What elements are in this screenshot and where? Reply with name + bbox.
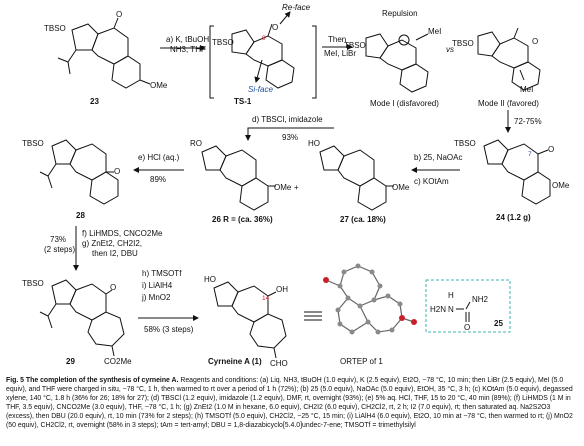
cyrneine-label: Cyrneine A (1)	[208, 357, 262, 366]
reagent-25-box: H H2N N O NH2 25	[425, 279, 511, 333]
two-steps: (2 steps)	[44, 245, 75, 254]
oh-label-cyrneine: OH	[276, 285, 288, 294]
enolate-o-label: O	[272, 23, 278, 32]
step-g: g) ZnEt2, CH2I2,	[82, 239, 142, 248]
caption-label: Fig. 5	[6, 377, 24, 384]
step-f: f) LiHMDS, CNCO2Me	[82, 229, 163, 238]
co2me-label: CO2Me	[104, 357, 132, 366]
compound-26-label: 26 R = (ca. 36%)	[212, 215, 273, 224]
bracket-d	[245, 127, 320, 141]
c9-label: 9	[262, 35, 266, 42]
identical-sign	[304, 311, 322, 321]
step-e: e) HCl (aq.)	[138, 153, 180, 162]
repulsion-label: Repulsion	[382, 9, 418, 18]
ome-label-26: OMe	[274, 183, 292, 192]
ome-label-27: OMe	[392, 183, 410, 192]
step-i: i) LiAlH4	[142, 281, 173, 290]
compound-29: TBSO O CO2Me 29	[22, 279, 132, 366]
step-j: j) MnO2	[141, 293, 171, 302]
ome-label-24: OMe	[552, 181, 570, 190]
mode-1-model: Repulsion MeI TBSO Mode I (disfavored)	[344, 9, 441, 108]
ortep-label: ORTEP of 1	[340, 357, 383, 366]
compound-25-label: 25	[494, 319, 503, 328]
mei-label-mode2: MeI	[520, 85, 533, 94]
compound-24-label: 24 (1.2 g)	[496, 213, 531, 222]
step-d: d) TBSCl, imidazole	[252, 115, 323, 124]
ketone-o-24: O	[548, 145, 554, 154]
mode2-label: Mode II (favored)	[478, 99, 539, 108]
cyrneine-a: HO OH 14 CHO Cyrneine A (1)	[204, 275, 288, 368]
figure-caption: Fig. 5 The completion of the synthesis o…	[6, 377, 578, 430]
mode2-o-label: O	[532, 37, 538, 46]
h-label-25: H	[448, 291, 454, 300]
ho-label-27: HO	[308, 139, 320, 148]
ts1-label: TS-1	[234, 97, 252, 106]
tbso-label: TBSO	[44, 24, 66, 33]
transition-state-ts1: TBSO Re-face 9 O Si-face TS-1	[209, 3, 317, 106]
n-label-25: N	[448, 305, 454, 314]
caption-text: Reagents and conditions: (a) Liq. NH3, t…	[6, 377, 573, 429]
then-line1: Then	[328, 35, 346, 44]
step-c: c) KOtAm	[414, 177, 449, 186]
ketone-o-28: O	[114, 167, 120, 176]
yield-58: 58% (3 steps)	[144, 325, 194, 334]
h2n-label-25: H2N	[430, 305, 446, 314]
compound-24: TBSO 7 O OMe 24 (1.2 g)	[454, 139, 570, 222]
compound-26: RO OMe 26 R = (ca. 36%)	[190, 139, 292, 224]
compound-28: TBSO O 28	[22, 139, 120, 220]
mode1-label: Mode I (disfavored)	[370, 99, 439, 108]
yield-93: 93%	[282, 133, 298, 142]
step-b: b) 25, NaOAc	[414, 153, 462, 162]
yield-73: 73%	[50, 235, 66, 244]
re-face-label: Re-face	[282, 3, 311, 12]
compound-23-label: 23	[90, 97, 99, 106]
step-a-line1: a) K, tBuOH	[166, 35, 209, 44]
c14-label: 14	[262, 295, 270, 302]
yield-72-75: 72-75%	[514, 117, 542, 126]
tbso-label-29: TBSO	[22, 279, 44, 288]
ketone-o-label: O	[116, 10, 122, 19]
step-a-line2: NH3, THF	[170, 45, 206, 54]
step-g2: then I2, DBU	[92, 249, 138, 258]
ketone-o-29: O	[110, 283, 116, 292]
ho-label-cyrneine: HO	[204, 275, 216, 284]
compound-27: HO OMe 27 (ca. 18%)	[308, 139, 410, 224]
cho-label: CHO	[270, 359, 288, 368]
ro-label-26: RO	[190, 139, 202, 148]
compound-27-label: 27 (ca. 18%)	[340, 215, 386, 224]
then-line2: MeI, LiBr	[324, 49, 356, 58]
compound-29-label: 29	[66, 357, 75, 366]
caption-title: The completion of the synthesis of cyrne…	[25, 377, 179, 384]
step-h: h) TMSOTf	[142, 269, 182, 278]
vs-label: vs	[446, 45, 454, 54]
tbso-label-mode2: TBSO	[452, 39, 474, 48]
yield-89: 89%	[150, 175, 166, 184]
mode-2-model: TBSO O MeI Mode II (favored)	[452, 27, 541, 108]
mei-label-mode1: MeI	[428, 27, 441, 36]
tbso-label-28: TBSO	[22, 139, 44, 148]
tbso-label-ts: TBSO	[212, 38, 234, 47]
ortep-structure: ORTEP of 1	[323, 263, 417, 366]
compound-23: TBSO O OMe 23	[44, 10, 168, 106]
tbso-label-mode1: TBSO	[344, 41, 366, 50]
compound-28-label: 28	[76, 211, 85, 220]
plus-sign: +	[294, 183, 299, 192]
nh2-label-25: NH2	[472, 295, 489, 304]
tbso-label-24: TBSO	[454, 139, 476, 148]
si-face-label: Si-face	[248, 85, 273, 94]
o-label-25: O	[464, 323, 470, 332]
ome-label: OMe	[150, 81, 168, 90]
c7-label: 7	[528, 151, 532, 158]
